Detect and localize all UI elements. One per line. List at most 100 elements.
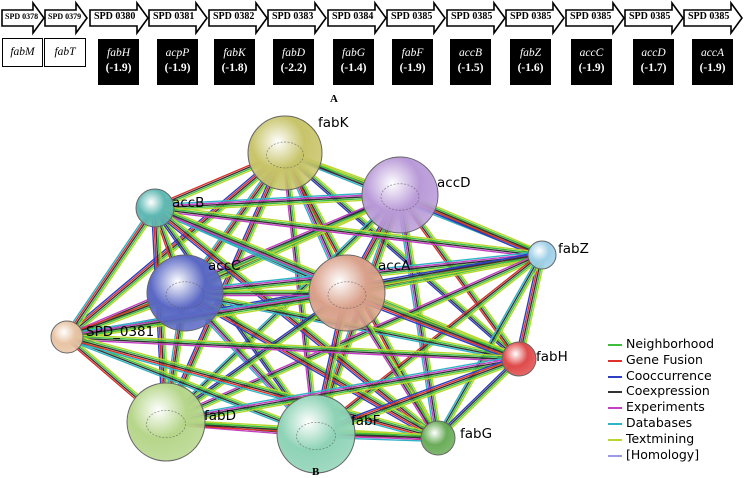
node-label: fabD <box>204 408 236 424</box>
legend-item: Textmining <box>606 431 714 447</box>
gene-label-box: fabZ(-1.6) <box>510 39 551 85</box>
interaction-edge <box>439 360 522 441</box>
interaction-edge <box>156 204 441 436</box>
gene-arrow: SPD 0385 <box>505 0 565 36</box>
interaction-edge <box>66 337 519 361</box>
gene-locus-id: SPD 0385 <box>510 11 552 22</box>
gene-name: fabK <box>223 47 246 59</box>
legend-line-swatch <box>608 438 622 441</box>
legend-item: Neighborhood <box>606 336 714 352</box>
legend-label: Databases <box>626 414 693 430</box>
gene-name: fabH <box>107 47 130 59</box>
legend-line-swatch <box>608 391 622 394</box>
gene-locus-id: SPD 0385 <box>570 11 612 22</box>
interaction-edge <box>286 150 522 358</box>
gene-name: accD <box>641 47 666 59</box>
interaction-edge <box>439 255 545 440</box>
gene-label-box: accB(-1.5) <box>450 39 491 85</box>
interaction-edge <box>66 336 439 439</box>
gene-label-box: fabG(-1.4) <box>333 39 374 85</box>
interaction-edge <box>154 194 401 209</box>
interaction-edge <box>65 206 155 337</box>
legend-label: Neighborhood <box>626 336 715 351</box>
interaction-edge <box>155 197 401 213</box>
gene-arrow-shape <box>624 0 684 36</box>
interaction-edge <box>316 255 543 436</box>
legend-item: Experiments <box>606 399 714 415</box>
gene-name: accA <box>701 47 724 59</box>
interaction-edge <box>313 252 541 433</box>
gene-arrow-shape <box>683 0 743 36</box>
gene-name: fabM <box>10 46 35 58</box>
protein-node-fabd[interactable] <box>126 382 206 462</box>
interaction-edge <box>521 255 547 360</box>
node-label: accA <box>378 258 411 274</box>
interaction-edge <box>285 151 521 359</box>
legend-label: Cooccurrence <box>626 367 712 383</box>
gene-locus-id: SPD 0385 <box>688 11 730 22</box>
protein-node-accd[interactable] <box>361 156 439 234</box>
node-label: accB <box>172 195 204 211</box>
gene-arrow: SPD 0385 <box>565 0 625 36</box>
interaction-edge <box>67 335 520 359</box>
interaction-edge <box>66 338 519 363</box>
legend-line-swatch <box>608 359 622 362</box>
legend-item: Cooccurrence <box>606 368 714 384</box>
gene-arrow-shape <box>148 0 208 36</box>
legend-item: Gene Fusion <box>606 352 714 368</box>
gene-label-box: fabH(-1.9) <box>98 39 139 85</box>
protein-node-accc[interactable] <box>146 254 224 332</box>
gene-label-box: accC(-1.9) <box>571 39 612 85</box>
gene-arrow-shape <box>267 0 327 36</box>
interaction-edge <box>186 289 441 436</box>
interaction-edge <box>67 208 157 339</box>
interaction-edge <box>155 206 440 438</box>
interaction-edge <box>155 206 543 255</box>
interaction-edge <box>67 333 520 358</box>
interaction-edge <box>183 293 438 441</box>
protein-node-acca[interactable] <box>308 254 386 332</box>
node-label: fabZ <box>558 241 589 257</box>
interaction-edge <box>435 356 518 437</box>
interaction-edge <box>165 253 542 422</box>
interaction-edge <box>65 338 316 438</box>
gene-locus-id: SPD 0385 <box>391 11 433 22</box>
interaction-edge <box>154 209 542 259</box>
interaction-edge <box>317 256 545 437</box>
interaction-edge <box>67 334 439 438</box>
interaction-edge <box>283 153 519 361</box>
protein-structure-icon <box>165 281 205 309</box>
gene-label-box: fabF(-1.9) <box>392 39 433 85</box>
interaction-edge <box>69 209 159 340</box>
interaction-edge <box>436 357 519 438</box>
node-label: fabG <box>460 426 492 442</box>
protein-node-fabz[interactable] <box>527 240 557 270</box>
protein-node-fabh[interactable] <box>501 341 537 377</box>
gene-arrow-shape <box>89 0 149 36</box>
gene-arrow: SPD 0379 <box>44 0 88 36</box>
gene-fold-change: (-1.9) <box>399 62 426 74</box>
gene-name: fabD <box>282 47 305 59</box>
protein-node-accb[interactable] <box>135 188 175 228</box>
gene-locus-id: SPD 0379 <box>48 12 82 21</box>
interaction-edge <box>184 292 439 439</box>
gene-arrow: SPD 0385 <box>446 0 506 36</box>
protein-node-fabg[interactable] <box>420 420 456 456</box>
interaction-edge <box>64 149 284 335</box>
node-label: accC <box>208 258 241 274</box>
gene-locus-id: SPD 0380 <box>94 11 136 22</box>
gene-label-box: fabD (-2.2) <box>273 39 314 85</box>
interaction-edge <box>154 207 439 439</box>
interaction-edge <box>185 195 401 295</box>
interaction-edge <box>165 354 519 420</box>
gene-fold-change: (-2.2) <box>280 62 307 74</box>
gene-arrow-shape <box>565 0 625 36</box>
protein-node-fabf[interactable] <box>276 394 356 474</box>
protein-node-fabk[interactable] <box>247 115 323 191</box>
gene-arrow: SPD 0383 <box>267 0 327 36</box>
gene-arrow: SPD 0381 <box>148 0 208 36</box>
protein-node-spd_0381[interactable] <box>50 320 84 354</box>
